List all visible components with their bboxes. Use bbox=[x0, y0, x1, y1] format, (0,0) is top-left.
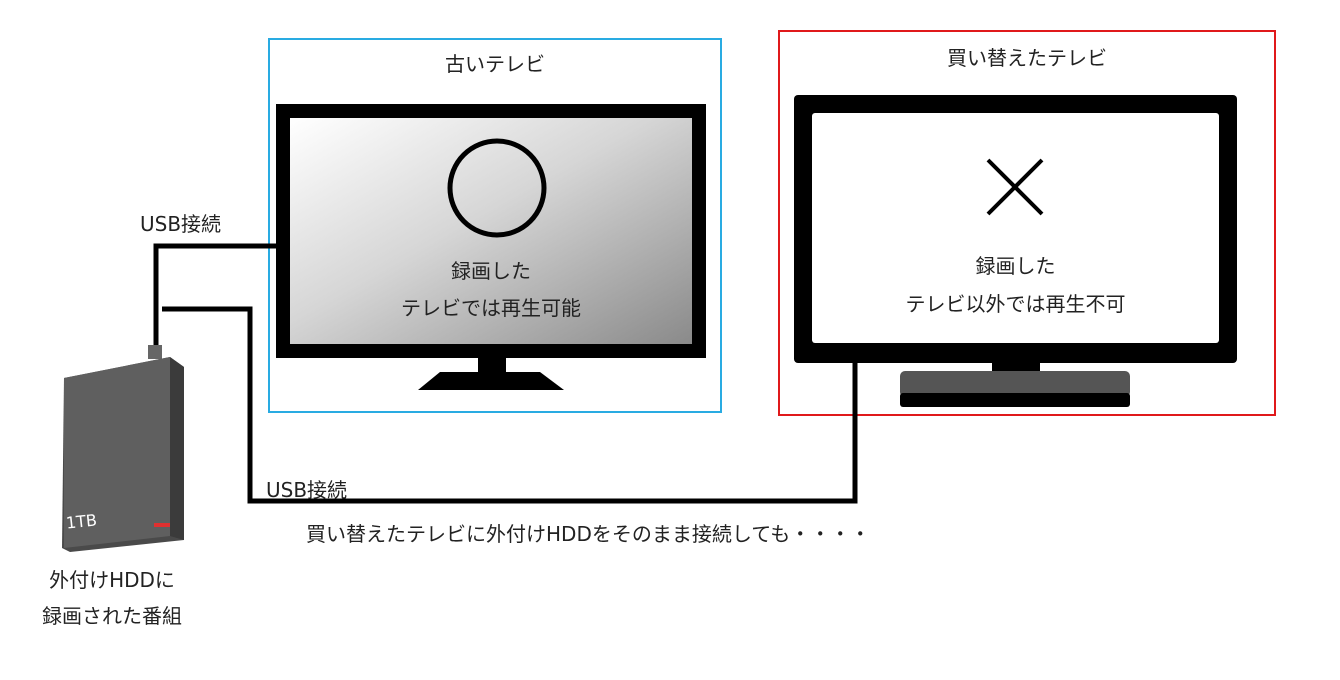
usb-label-new: USB接続 bbox=[266, 478, 348, 502]
old-tv-line2: テレビでは再生可能 bbox=[401, 296, 581, 320]
hdd-led bbox=[154, 523, 170, 527]
new-tv-frame bbox=[778, 30, 1276, 416]
hdd-caption-line1: 外付けHDDに bbox=[49, 568, 175, 592]
usb-label-old: USB接続 bbox=[140, 212, 222, 236]
old-tv-frame bbox=[268, 38, 722, 413]
old-tv-line1: 録画した bbox=[451, 259, 531, 283]
hdd-icon bbox=[62, 345, 184, 552]
usb-cable-old bbox=[153, 243, 276, 352]
old-tv-title: 古いテレビ bbox=[445, 52, 545, 76]
hdd-capacity-label: 1TB bbox=[65, 510, 98, 533]
circle-mark-icon bbox=[447, 138, 547, 238]
hdd-caption-line2: 録画された番組 bbox=[42, 604, 182, 628]
old-tv-icon bbox=[276, 104, 706, 390]
new-tv-title: 買い替えたテレビ bbox=[947, 46, 1107, 70]
new-tv-line1: 録画した bbox=[975, 254, 1056, 278]
cross-mark-icon bbox=[986, 158, 1044, 216]
note-text: 買い替えたテレビに外付けHDDをそのまま接続しても・・・・ bbox=[306, 522, 871, 546]
new-tv-line2: テレビ以外では再生不可 bbox=[905, 292, 1126, 316]
usb-cable-new bbox=[162, 306, 858, 504]
new-tv-icon bbox=[794, 95, 1237, 407]
